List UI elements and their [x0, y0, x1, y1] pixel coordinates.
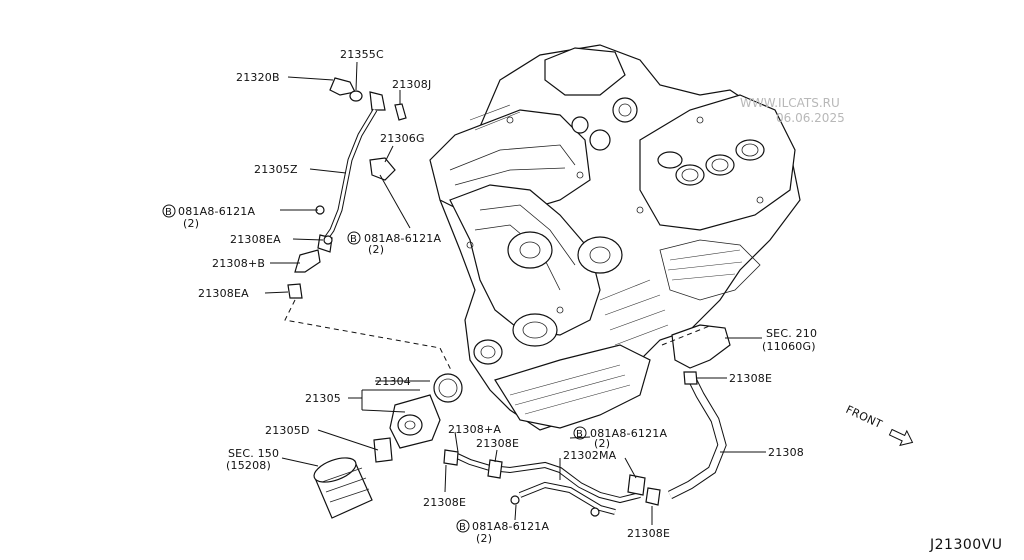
callout-labels: 21355C 21320B 21308J 21306G 21305Z B 081…	[162, 48, 817, 545]
svg-text:B: B	[165, 207, 172, 218]
callout-21305[interactable]: 21305	[305, 392, 341, 405]
callout-21320B[interactable]: 21320B	[236, 71, 280, 84]
svg-text:(2): (2)	[594, 437, 610, 450]
front-indicator: FRONT	[844, 403, 914, 447]
svg-text:081A8-6121A: 081A8-6121A	[590, 427, 667, 440]
bolt-callout-b[interactable]: B 081A8-6121A (2)	[347, 231, 441, 256]
right-coolant-hose	[667, 324, 731, 500]
svg-text:081A8-6121A: 081A8-6121A	[472, 520, 549, 533]
svg-text:06.06.2025: 06.06.2025	[776, 111, 845, 125]
diagram-code: J21300VU	[929, 537, 1003, 553]
watermark: WWW.ILCATS.RU 06.06.2025	[740, 96, 845, 125]
callout-21308A[interactable]: 21308+A	[448, 423, 501, 436]
callout-21308J[interactable]: 21308J	[392, 78, 431, 91]
callout-21308E-lower-left[interactable]: 21308E	[423, 496, 466, 509]
svg-text:B: B	[350, 234, 357, 245]
callout-21304[interactable]: 21304	[375, 375, 411, 388]
callout-21305D[interactable]: 21305D	[265, 424, 310, 437]
oil-filter	[313, 457, 373, 519]
callout-21308EA-upper[interactable]: 21308EA	[230, 233, 281, 246]
front-arrow-icon	[888, 428, 914, 447]
callout-21308E-bottom[interactable]: 21308E	[627, 527, 670, 540]
oil-cooler	[373, 373, 463, 463]
callout-21308EA-lower[interactable]: 21308EA	[198, 287, 249, 300]
bolt-callout-a[interactable]: B 081A8-6121A (2)	[162, 204, 255, 230]
svg-text:B: B	[459, 522, 466, 533]
callout-21308E-mid[interactable]: 21308E	[476, 437, 519, 450]
callout-21306G[interactable]: 21306G	[380, 132, 425, 145]
svg-text:(2): (2)	[368, 243, 384, 256]
svg-text:081A8-6121A: 081A8-6121A	[178, 205, 255, 218]
lower-coolant-hose	[443, 449, 661, 517]
callout-sec210[interactable]: SEC. 210	[766, 327, 817, 340]
callout-21308[interactable]: 21308	[768, 446, 804, 459]
upper-coolant-pipe	[287, 77, 407, 299]
callout-sec210-ref[interactable]: (11060G)	[762, 340, 816, 353]
svg-text:FRONT: FRONT	[844, 403, 885, 431]
callout-21355C[interactable]: 21355C	[340, 48, 384, 61]
callout-sec150-ref[interactable]: (15208)	[226, 459, 271, 472]
callout-21305Z[interactable]: 21305Z	[254, 163, 298, 176]
engine-assembly	[429, 44, 801, 431]
dashed-reference-lines	[284, 299, 713, 373]
callout-21302MA[interactable]: 21302MA	[563, 449, 617, 462]
bolt-callout-d[interactable]: B 081A8-6121A (2)	[456, 519, 549, 545]
bolt-callout-c[interactable]: B 081A8-6121A (2)	[573, 426, 667, 450]
svg-text:B: B	[576, 429, 583, 440]
svg-text:WWW.ILCATS.RU: WWW.ILCATS.RU	[740, 96, 840, 110]
leader-lines	[264, 61, 766, 525]
svg-text:(2): (2)	[183, 217, 199, 230]
svg-text:(2): (2)	[476, 532, 492, 545]
callout-sec150[interactable]: SEC. 150	[228, 447, 279, 460]
callout-21308E-right[interactable]: 21308E	[729, 372, 772, 385]
callout-21308B[interactable]: 21308+B	[212, 257, 265, 270]
svg-text:081A8-6121A: 081A8-6121A	[364, 232, 441, 245]
